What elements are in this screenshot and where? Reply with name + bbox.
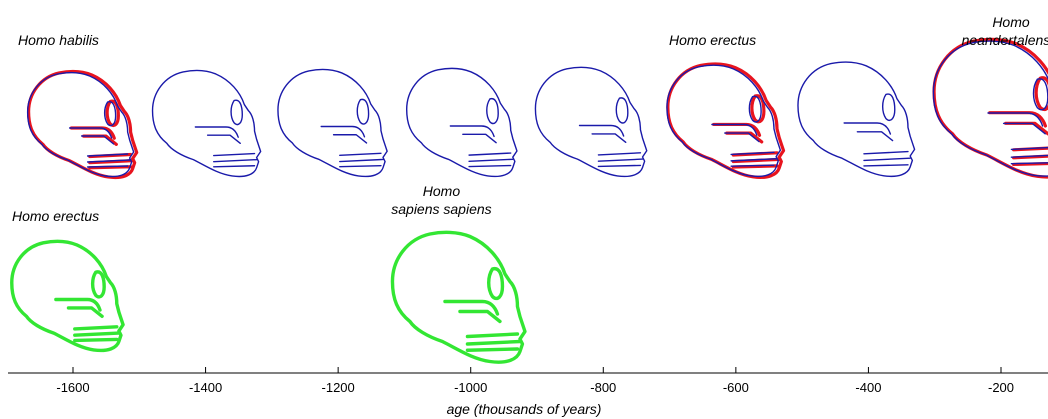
fossil-skull-green-1-stroke-6	[467, 349, 517, 350]
model-skull-3	[407, 68, 517, 176]
bottom-row-skulls: Homo erectus Homo sapiens sapiens	[12, 183, 525, 362]
model-skull-3-stroke-5	[469, 159, 513, 161]
fossil-skull-green-0-stroke-1	[93, 272, 105, 297]
fossil-skull-red-5	[668, 64, 784, 177]
model-skull-0-stroke-6	[88, 166, 128, 167]
species-label-top-7-line-0: Homo	[992, 14, 1030, 30]
species-label-bottom-1-line-1: sapiens sapiens	[391, 201, 491, 217]
model-skull-6-stroke-3	[857, 132, 892, 141]
x-axis-title: age (thousands of years)	[447, 401, 602, 417]
fossil-skull-red-0	[29, 72, 137, 178]
fossil-skull-green-1	[392, 232, 525, 362]
model-skull-6-stroke-1	[883, 94, 895, 120]
model-skull-3-stroke-6	[469, 166, 511, 167]
species-label-top-7-line-1: neandertalensis	[962, 32, 1048, 48]
fossil-skull-green-0-stroke-4	[75, 327, 117, 329]
fossil-skull-green-1-stroke-3	[460, 312, 500, 322]
x-tick-label: -400	[855, 380, 881, 395]
x-tick-label: -1000	[454, 380, 487, 395]
model-skull-1-stroke-1	[231, 100, 242, 124]
fossil-skull-green-0-stroke-6	[75, 339, 117, 340]
model-skull-2	[278, 70, 387, 177]
model-skull-2-stroke-4	[340, 153, 381, 155]
model-skull-2-stroke-6	[340, 166, 381, 167]
model-skull-2-stroke-3	[334, 135, 367, 143]
model-skull-6	[798, 62, 915, 176]
model-skull-1	[153, 71, 261, 177]
x-tick-label: -1600	[56, 380, 89, 395]
species-label-top-0-line-0: Homo habilis	[18, 32, 99, 48]
fossil-skull-green-0-stroke-5	[75, 333, 119, 335]
model-skull-1-stroke-4	[214, 154, 255, 156]
model-skull-4-stroke-3	[592, 134, 626, 142]
model-skull-4	[535, 67, 646, 176]
model-skull-3-stroke-4	[469, 153, 511, 155]
x-tick-label: -800	[590, 380, 616, 395]
model-skull-4-stroke-1	[616, 98, 628, 123]
model-skull-3-stroke-1	[487, 99, 498, 124]
fossil-skull-green-0	[12, 241, 123, 350]
model-skull-6-stroke-6	[864, 165, 908, 166]
model-skull-4-stroke-4	[598, 153, 640, 155]
fossil-skull-green-1-stroke-5	[467, 342, 520, 345]
model-skull-3-stroke-3	[463, 134, 496, 142]
model-skull-7-stroke-6	[1011, 162, 1048, 163]
species-label-top-5-line-0: Homo erectus	[669, 32, 756, 48]
top-row-skulls: Homo habilis Homo erectus Homo neandertalen…	[18, 14, 1048, 177]
x-tick-label: -200	[988, 380, 1014, 395]
model-skull-5	[667, 65, 780, 176]
model-skull-1-stroke-3	[208, 135, 241, 143]
model-skull-4-stroke-6	[598, 165, 640, 166]
species-label-bottom-1-line-0: Homo	[423, 183, 461, 199]
x-axis: -1600 -1400 -1200 -1000 -800 -600 -400 -200 age…	[8, 367, 1048, 417]
x-tick-label: -1200	[322, 380, 355, 395]
fossil-skull-green-0-stroke-3	[68, 308, 102, 316]
model-skull-4-stroke-5	[598, 159, 642, 161]
fossil-skull-green-1-stroke-1	[489, 269, 503, 299]
x-axis-ticks: -1600 -1400 -1200 -1000 -800 -600 -400 -200	[56, 367, 1014, 395]
model-skull-6-stroke-5	[864, 158, 910, 160]
model-skull-1-stroke-5	[214, 160, 257, 162]
model-skull-2-stroke-5	[340, 159, 383, 161]
model-skull-2-stroke-1	[357, 99, 368, 124]
x-tick-label: -1400	[189, 380, 222, 395]
x-tick-label: -600	[723, 380, 749, 395]
model-skull-6-stroke-4	[864, 152, 908, 154]
species-label-bottom-0-line-0: Homo erectus	[12, 208, 99, 224]
fossil-skull-green-1-stroke-4	[467, 334, 517, 337]
model-skull-1-stroke-6	[214, 166, 255, 167]
